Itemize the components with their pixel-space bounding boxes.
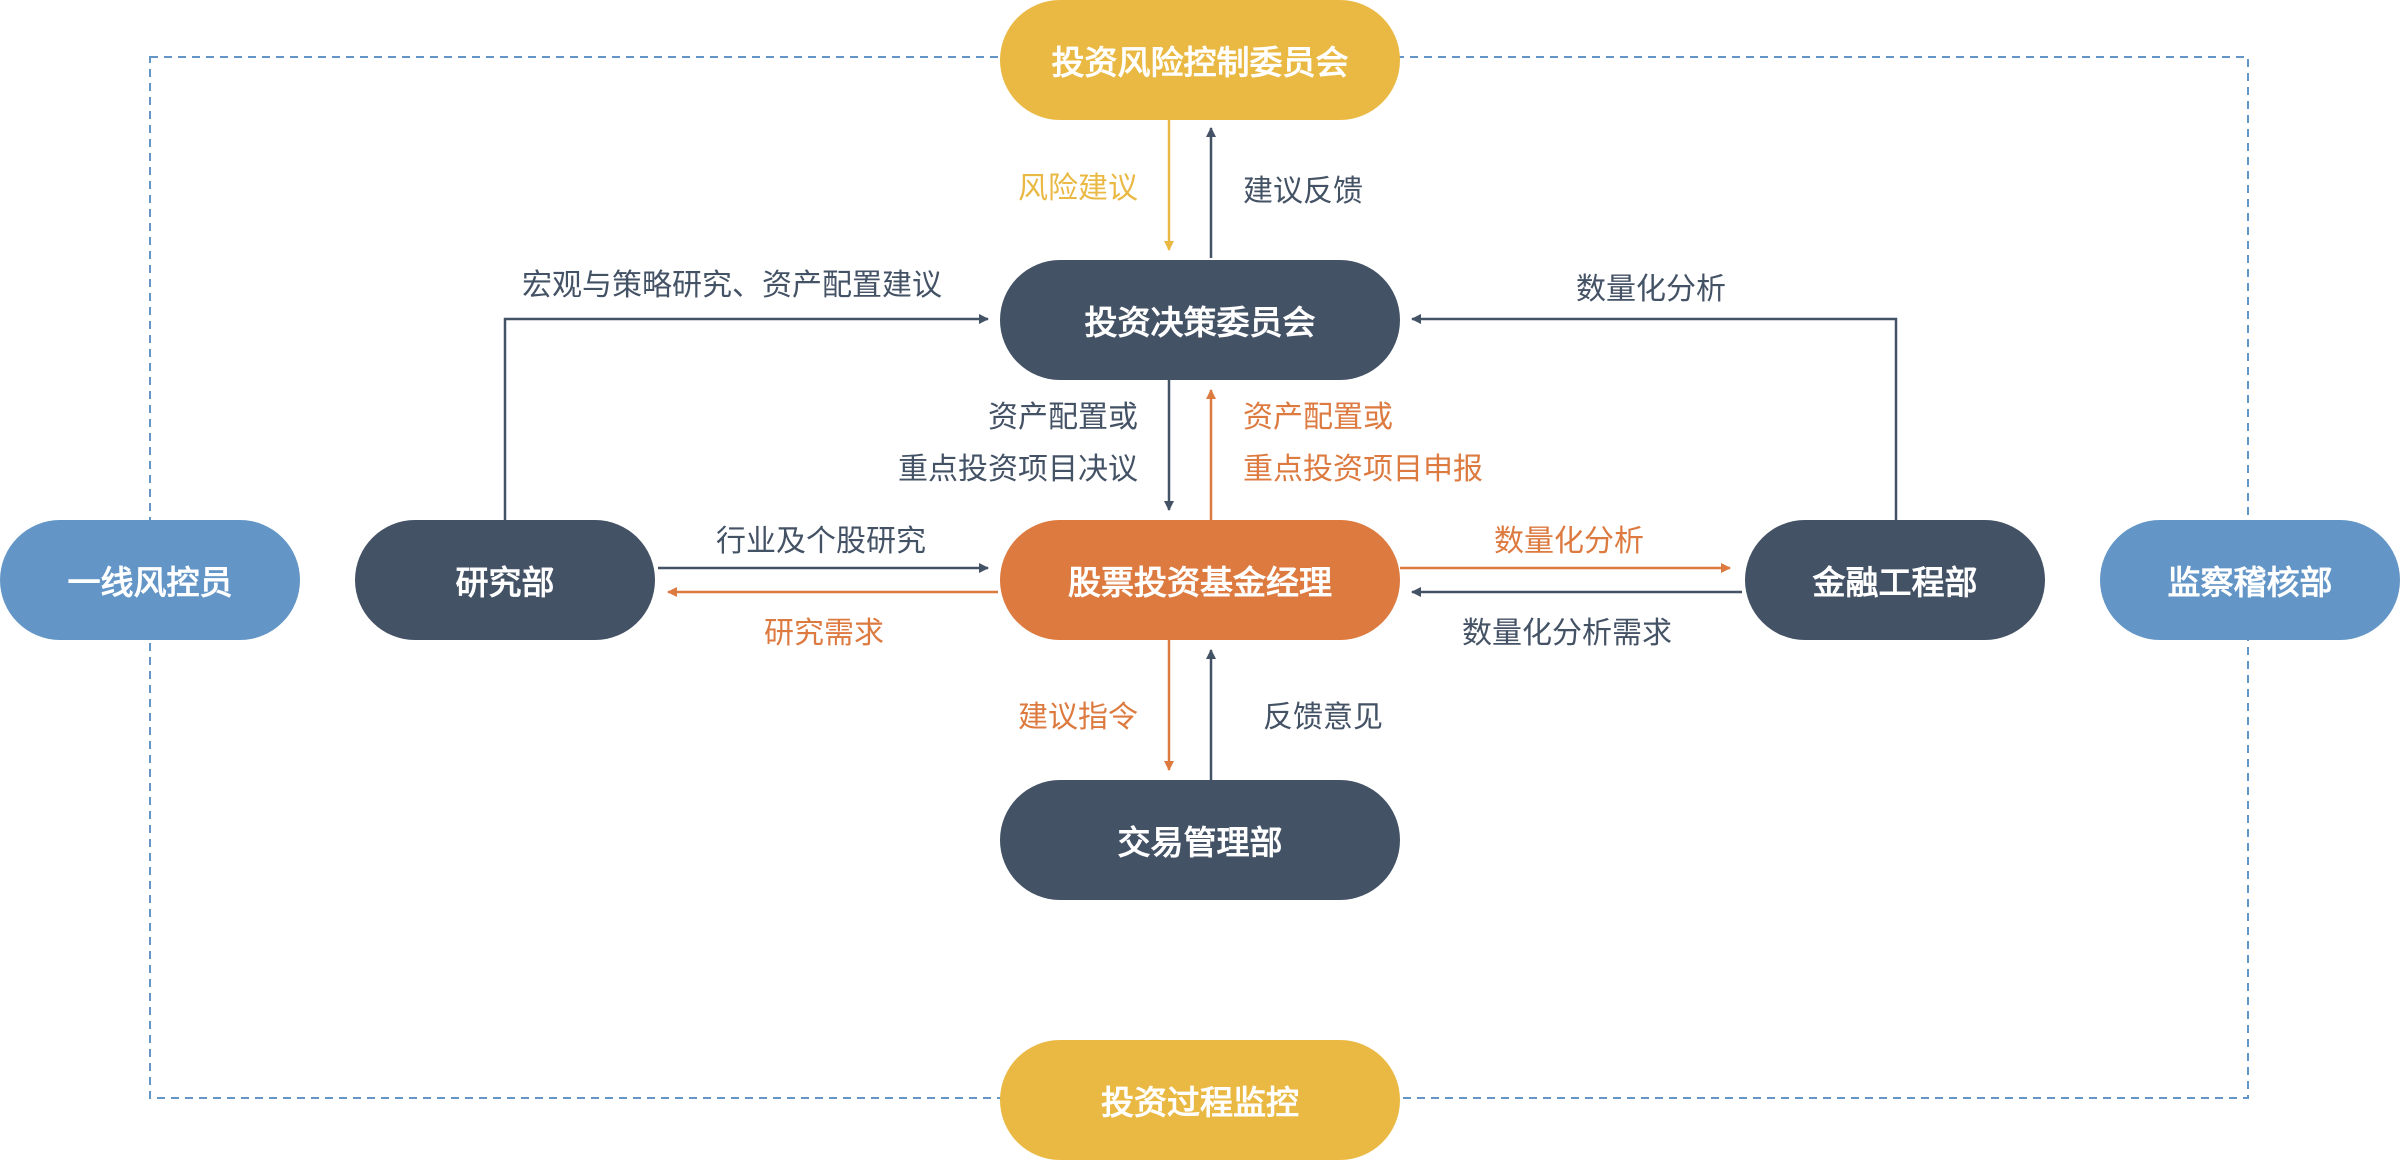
label-industry-research: 行业及个股研究	[716, 524, 926, 559]
node-trading-dept: 交易管理部	[1000, 780, 1400, 900]
label-apply-line1: 资产配置或	[1243, 400, 1393, 435]
node-risk-committee: 投资风险控制委员会	[1000, 0, 1400, 120]
label-decision-line1: 资产配置或	[988, 400, 1138, 435]
label-risk-advice: 风险建议	[1018, 171, 1138, 206]
label-macro-strategy: 宏观与策略研究、资产配置建议	[522, 268, 942, 303]
label-decision-line2: 重点投资项目决议	[898, 452, 1138, 487]
node-frontline-risk: 一线风控员	[0, 520, 300, 640]
node-fund-manager: 股票投资基金经理	[1000, 520, 1400, 640]
label-feedback-opinion: 反馈意见	[1263, 700, 1383, 735]
node-research-dept: 研究部	[355, 520, 655, 640]
node-decision-committee: 投资决策委员会	[1000, 260, 1400, 380]
label-apply-line2: 重点投资项目申报	[1243, 452, 1483, 487]
label-quant-top: 数量化分析	[1576, 272, 1726, 307]
label-advice-order: 建议指令	[1018, 700, 1138, 735]
arrow-quant-top	[1411, 314, 1898, 520]
node-fin-eng-dept: 金融工程部	[1745, 520, 2045, 640]
node-audit-dept: 监察稽核部	[2100, 520, 2400, 640]
label-quant-demand: 数量化分析需求	[1462, 616, 1672, 651]
node-process-monitor: 投资过程监控	[1000, 1040, 1400, 1160]
arrow-macro-strategy	[503, 314, 989, 520]
label-quant-right: 数量化分析	[1494, 524, 1644, 559]
label-advice-feedback: 建议反馈	[1243, 174, 1363, 209]
label-research-demand: 研究需求	[764, 616, 884, 651]
